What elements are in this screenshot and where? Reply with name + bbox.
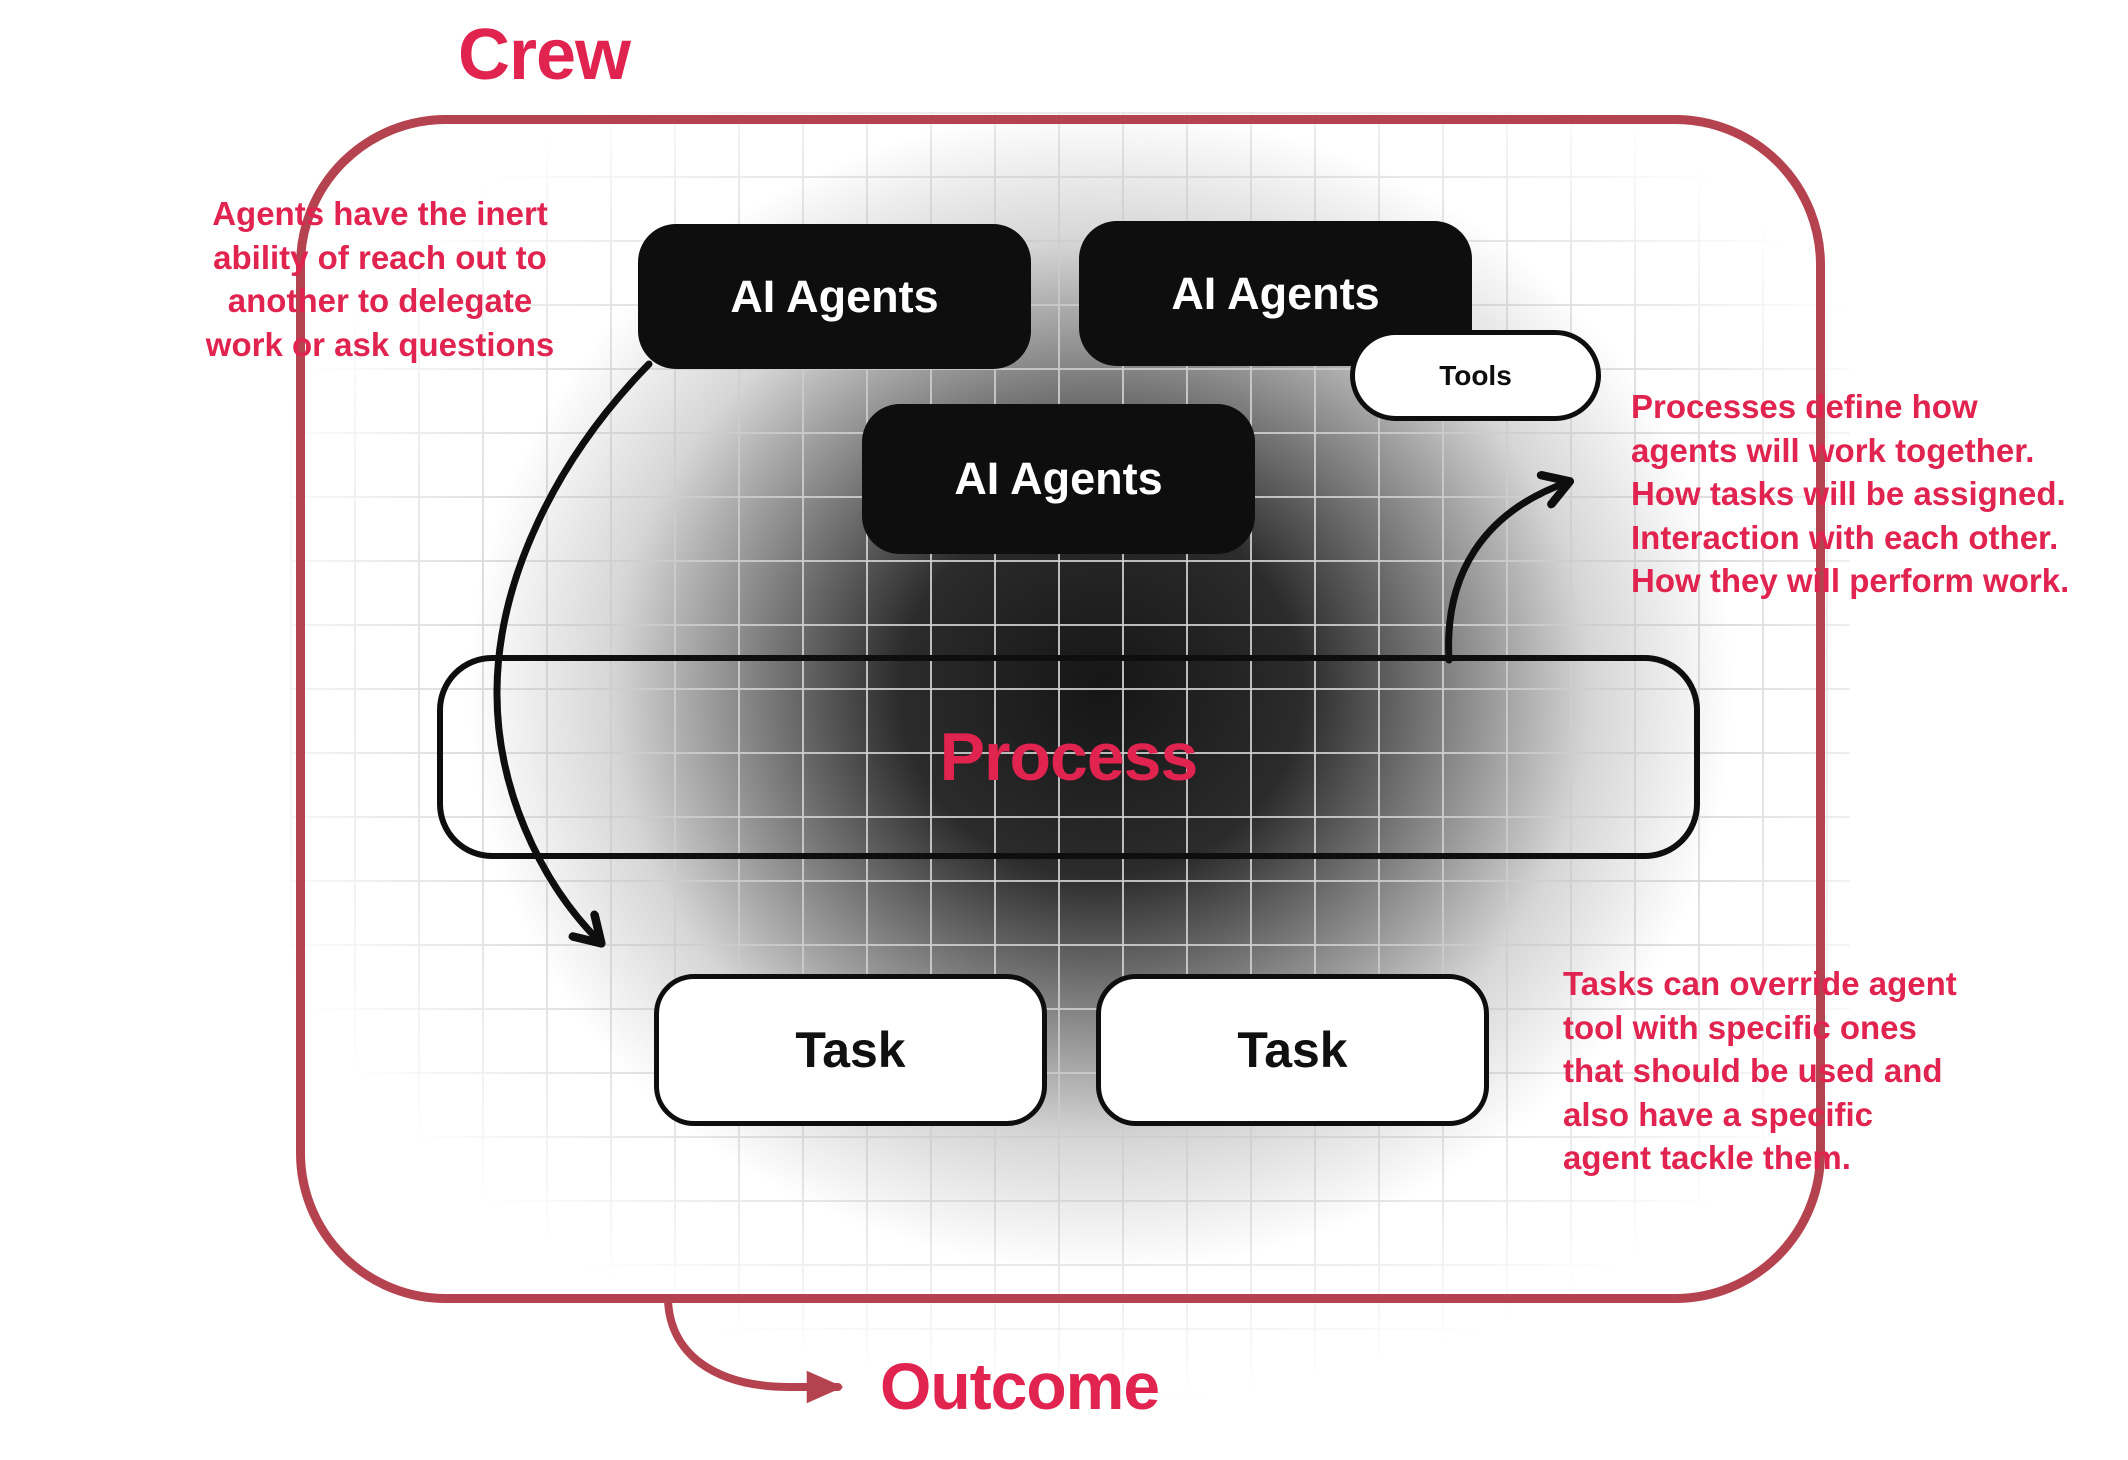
ai-agents-box-3: AI Agents	[862, 404, 1255, 554]
tools-pill: Tools	[1350, 330, 1601, 421]
ai-agents-box-1: AI Agents	[638, 224, 1031, 369]
annotation-line: Agents have the inert	[212, 195, 548, 232]
annotation-line: Interaction with each other.	[1631, 518, 2059, 556]
annotation-left-delegation: Agents have the inert ability of reach o…	[185, 192, 575, 366]
crew-container-outline	[296, 115, 1825, 1303]
ai-agents-label: AI Agents	[730, 270, 939, 322]
annotation-line: Processes define how	[1631, 388, 1978, 425]
annotation-line: another to delegate	[227, 282, 533, 320]
annotation-line: agents will work together.	[1631, 431, 2035, 469]
task-label: Task	[795, 1022, 906, 1078]
outcome-label: Outcome	[880, 1349, 1160, 1423]
process-box: Process	[437, 655, 1700, 859]
task-box-2: Task	[1096, 974, 1489, 1126]
annotation-line: ability of reach out to	[213, 238, 547, 276]
annotation-right-tasks: Tasks can override agent tool with speci…	[1563, 962, 2053, 1180]
ai-agents-label: AI Agents	[1171, 267, 1380, 319]
annotation-line: work or ask questions	[205, 325, 555, 363]
annotation-line: Tasks can override agent	[1563, 965, 1957, 1002]
annotation-right-processes: Processes define how agents will work to…	[1631, 385, 2128, 603]
task-label: Task	[1237, 1022, 1348, 1078]
tools-label: Tools	[1439, 359, 1512, 391]
ai-agents-label: AI Agents	[954, 453, 1163, 504]
annotation-line: tool with specific ones	[1563, 1008, 1917, 1046]
annotation-line: How they will perform work.	[1631, 562, 2070, 600]
annotation-line: agent tackle them.	[1563, 1139, 1851, 1177]
annotation-line: that should be used and	[1563, 1052, 1943, 1090]
process-label: Process	[939, 719, 1199, 795]
annotation-line: also have a specific	[1563, 1095, 1874, 1133]
task-box-1: Task	[654, 974, 1047, 1126]
crew-title: Crew	[458, 15, 631, 95]
annotation-line: How tasks will be assigned.	[1631, 475, 2066, 513]
